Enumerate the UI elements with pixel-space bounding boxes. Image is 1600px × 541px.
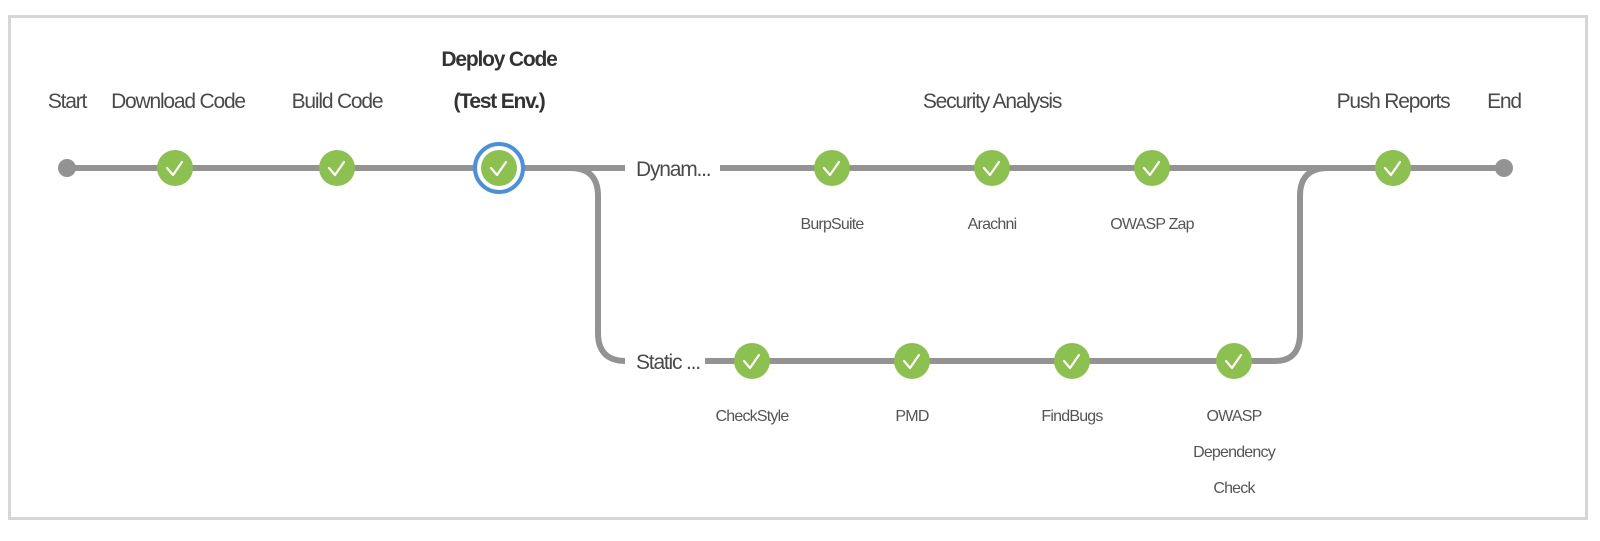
step-label-findbugs: FindBugs [1041, 408, 1103, 425]
check-icon [902, 353, 921, 370]
check-icon [742, 353, 761, 370]
stage-label-push-reports: Push Reports [1337, 90, 1451, 113]
step-label-checkstyle: CheckStyle [716, 408, 790, 425]
step-node-owasp-dependency-check[interactable] [1216, 343, 1252, 379]
start-label: Start [48, 90, 88, 113]
stage-label-download-code: Download Code [111, 90, 245, 113]
end-label: End [1487, 90, 1521, 113]
branch-label-static[interactable]: Static ... [636, 351, 701, 374]
check-icon [165, 160, 184, 177]
pipeline-graph-panel [8, 15, 1588, 520]
branch-split-connector [569, 165, 627, 364]
step-node-burpsuite[interactable] [814, 150, 850, 186]
stage-label-deploy-code-env: (Test Env.) [453, 90, 544, 113]
step-label-burpsuite: BurpSuite [800, 216, 864, 233]
check-icon [822, 160, 841, 177]
stage-label-deploy-code: Deploy Code [441, 48, 557, 71]
step-label-owasp-dependency-check-3: Check [1213, 480, 1256, 497]
step-label-arachni: Arachni [968, 216, 1017, 233]
step-node-findbugs[interactable] [1054, 343, 1090, 379]
check-icon [327, 160, 346, 177]
step-node-pmd[interactable] [894, 343, 930, 379]
branch-merge-connector [1250, 165, 1329, 364]
check-icon [489, 160, 508, 177]
stage-label-build-code: Build Code [292, 90, 383, 113]
step-label-owasp-dependency-check-2: Dependency [1193, 444, 1276, 461]
end-node [1495, 159, 1513, 177]
step-node-arachni[interactable] [974, 150, 1010, 186]
stage-node-build-code[interactable] [319, 150, 355, 186]
step-label-owasp-zap: OWASP Zap [1110, 216, 1194, 233]
stage-node-download-code[interactable] [157, 150, 193, 186]
check-icon [1062, 353, 1081, 370]
check-icon [1142, 160, 1161, 177]
branch-label-dynamic[interactable]: Dynam... [636, 158, 712, 181]
step-label-owasp-dependency-check-1: OWASP [1207, 408, 1262, 425]
check-icon [982, 160, 1001, 177]
check-icon [1383, 160, 1402, 177]
check-icon [1224, 353, 1243, 370]
step-node-checkstyle[interactable] [734, 343, 770, 379]
start-node [58, 159, 76, 177]
stage-label-security-analysis: Security Analysis [923, 90, 1062, 113]
step-label-pmd: PMD [895, 408, 928, 425]
stage-node-push-reports[interactable] [1375, 150, 1411, 186]
step-node-owasp-zap[interactable] [1134, 150, 1170, 186]
stage-node-deploy-code-selected[interactable] [473, 142, 525, 194]
